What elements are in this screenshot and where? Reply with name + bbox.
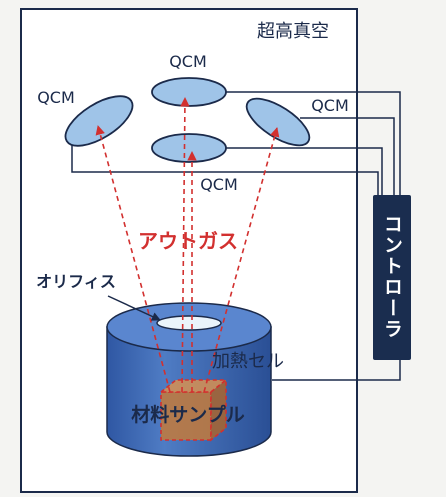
wire-top-qcm: [220, 91, 401, 195]
orifice-opening: [156, 315, 222, 331]
outgas-path-top: [180, 97, 190, 393]
controller-wiring: [71, 91, 401, 381]
qcm-center-label: QCM: [200, 175, 238, 194]
outgas-path-right: [203, 127, 280, 393]
qcm-right-label: QCM: [311, 96, 349, 115]
qcm-sensors: [64, 77, 311, 163]
sample-label: 材料サンプル: [131, 403, 244, 426]
wire-center-qcm: [226, 147, 383, 195]
orifice-pointer: [107, 295, 161, 321]
qcm-top: [151, 77, 227, 107]
controller-box: コントローラ: [373, 195, 411, 360]
outgas-path-left: [95, 125, 171, 393]
cell-label: 加熱セル: [212, 351, 284, 372]
outgas-paths: [95, 97, 280, 393]
wire-left-qcm: [71, 140, 379, 195]
qcm-right: [245, 97, 311, 147]
wire-heater-cell: [272, 360, 401, 381]
qcm-top-label: QCM: [169, 52, 207, 71]
orifice-label: オリフィス: [36, 272, 116, 291]
outgas-label: アウトガス: [138, 229, 238, 253]
controller-label: コントローラ: [381, 214, 403, 340]
qcm-center: [151, 133, 227, 163]
qcm-left: [64, 95, 134, 147]
chamber-label: 超高真空: [257, 21, 329, 42]
wire-right-qcm: [300, 117, 395, 195]
material-sample: [158, 378, 229, 442]
qcm-left-label: QCM: [37, 88, 75, 107]
